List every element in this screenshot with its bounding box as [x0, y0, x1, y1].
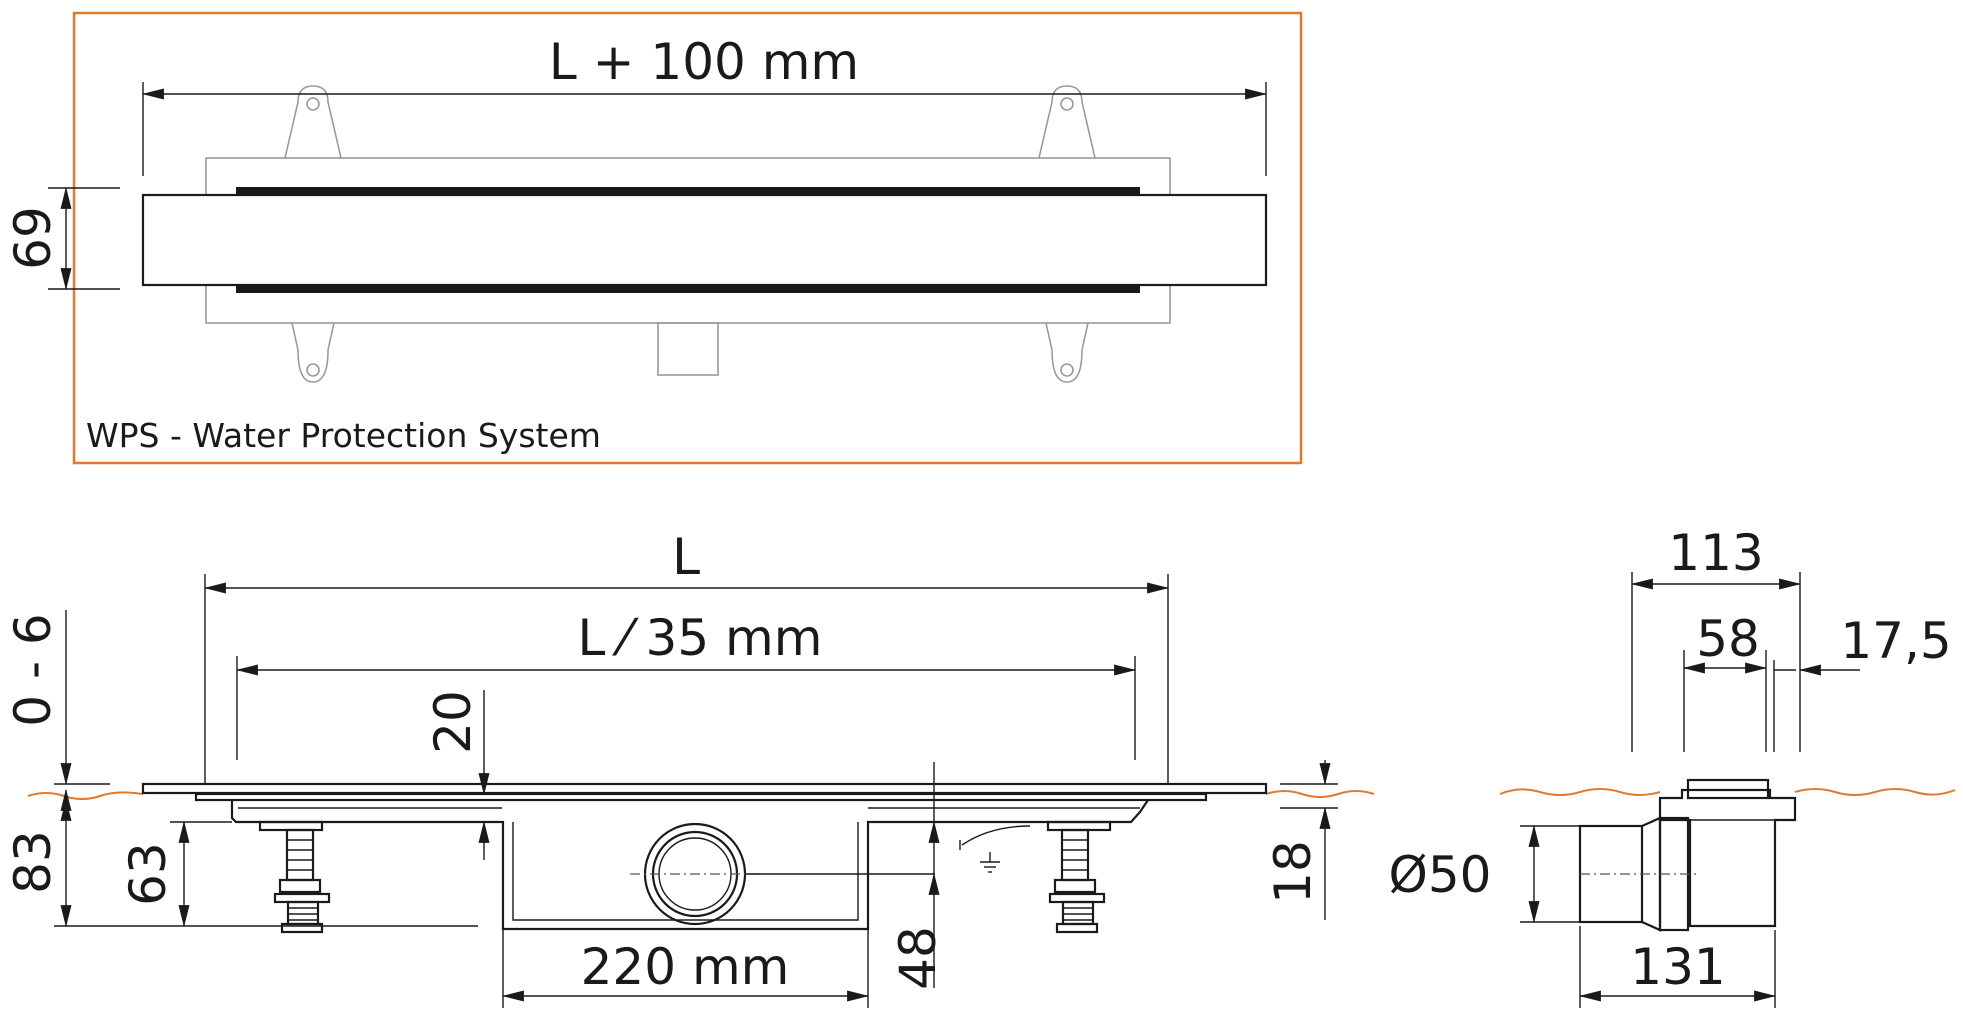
dim-label-overall: L + 100 mm — [549, 33, 859, 91]
ground-icon — [959, 825, 1031, 873]
outlet-pipe-side — [1578, 824, 1644, 924]
drain-grate — [141, 193, 1268, 287]
dim-label-body-width: 220 mm — [581, 938, 790, 996]
dim-label-leg-height: 63 — [119, 842, 177, 906]
caption: WPS - Water Protection System — [86, 416, 601, 455]
dim-label-outlet-diameter: Ø50 — [1389, 846, 1492, 904]
dim-label-height: 69 — [4, 206, 62, 270]
dim-label-width: 113 — [1668, 524, 1763, 582]
leg-icon — [258, 820, 1112, 934]
grate-plate — [141, 782, 1268, 795]
grate-slot-bottom — [236, 286, 1140, 293]
dim-label-channel: 58 — [1696, 610, 1760, 668]
channel-body — [230, 799, 1149, 931]
floor-line-right — [1265, 790, 1375, 798]
dim-label-rim: 20 — [424, 690, 482, 754]
floor-line-end-left — [1499, 788, 1661, 796]
grate-slot-top — [236, 187, 1140, 194]
dim-label-total-height: 83 — [4, 830, 62, 894]
dim-label-floor-thickness: 18 — [1264, 840, 1322, 904]
dim-label-length: L — [672, 528, 700, 586]
end-view: 113 58 17,5 Ø50 131 — [1389, 524, 1956, 1008]
end-body — [1658, 788, 1797, 928]
dim-label-outlet-height: 48 — [889, 926, 947, 990]
floor-line-end-right — [1794, 788, 1956, 796]
side-view: L L ⁄ 35 mm 0 - 6 20 83 63 220 mm 48 — [4, 528, 1375, 1008]
dim-label-flange: 17,5 — [1840, 612, 1951, 670]
rim-plate — [194, 792, 1208, 802]
top-view-frame — [72, 11, 1303, 465]
floor-line-left — [27, 791, 144, 800]
top-view: L + 100 mm 69 WPS - Water Protection Sys… — [4, 11, 1303, 465]
dim-label-inner: L ⁄ 35 mm — [578, 609, 823, 667]
ghost-outlet — [657, 322, 719, 376]
dim-label-depth: 131 — [1630, 938, 1725, 996]
dim-label-adjust: 0 - 6 — [4, 613, 62, 726]
